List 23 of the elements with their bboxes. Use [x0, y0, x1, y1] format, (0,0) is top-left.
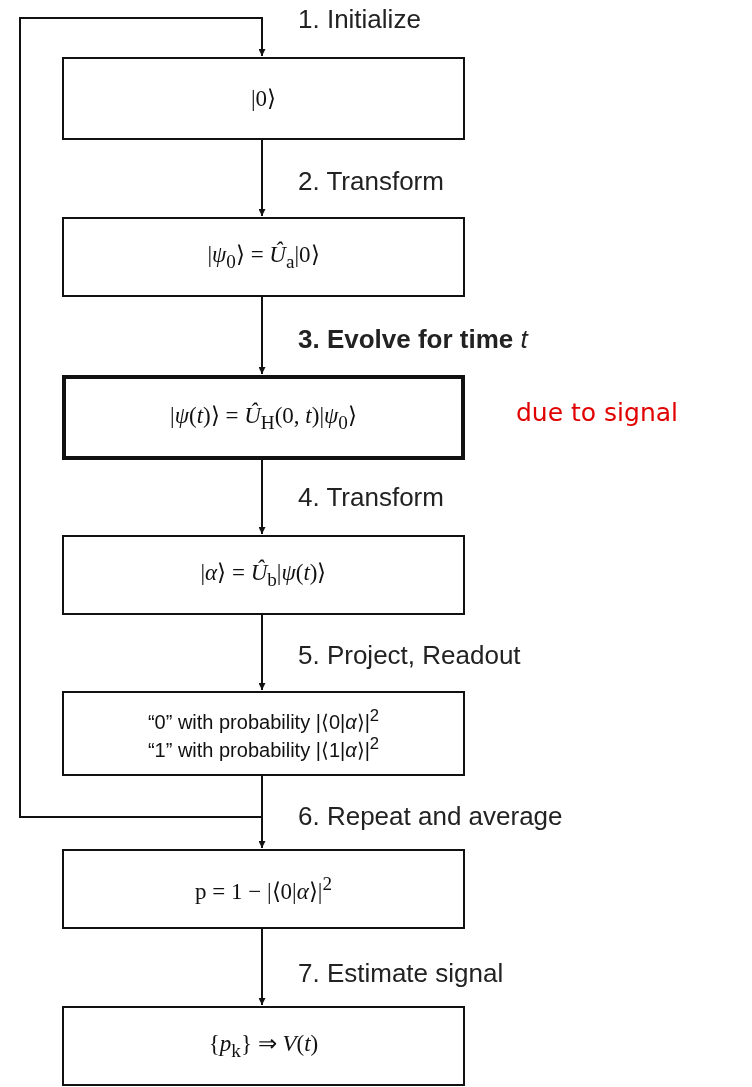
- process-box: [62, 849, 465, 929]
- arrow: [258, 614, 266, 691]
- arrow: [258, 296, 266, 375]
- formula-text: |ψ$_{0}$⟩ = Û$_{a}$|0⟩: [207, 241, 320, 273]
- arrow: [258, 928, 266, 1006]
- process-box: [62, 375, 465, 460]
- formula-text: p = 1 − |⟨0|α⟩|$^{2}$: [195, 872, 332, 906]
- formula-text: {p$_{k}$} ⇒ V(t): [208, 1030, 319, 1062]
- arrow: [19, 17, 266, 818]
- formula-text: |α⟩ = Û$_{b}$|ψ(t)⟩: [200, 559, 327, 591]
- process-box: [62, 57, 465, 140]
- formula-text: |0⟩: [250, 84, 277, 113]
- process-box: [62, 691, 465, 776]
- process-box: [62, 535, 465, 615]
- arrow: [258, 459, 266, 535]
- process-box: [62, 217, 465, 297]
- arrow: [258, 139, 266, 217]
- formula-text: |ψ(t)⟩ = Û$_{H}$(0, t)|ψ$_{0}$⟩: [170, 401, 357, 434]
- formula-text: “0” with probability |⟨0|α⟩|$^{2}$: [147, 705, 380, 734]
- annotation-text: due to signal: [516, 398, 679, 427]
- process-box: [62, 1006, 465, 1086]
- formula-text: “1” with probability |⟨1|α⟩|$^{2}$: [147, 733, 380, 762]
- arrow: [258, 775, 266, 849]
